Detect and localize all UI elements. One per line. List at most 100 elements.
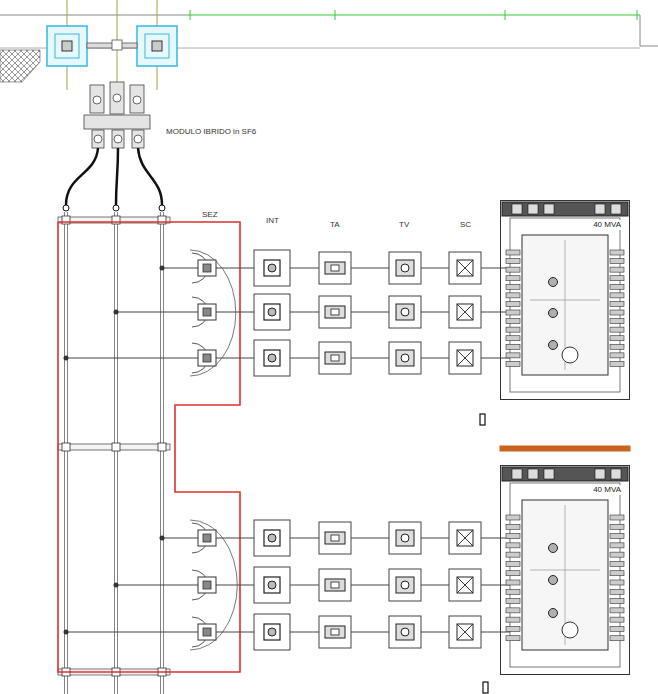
disconnector-frame bbox=[190, 250, 236, 376]
radiator-fin bbox=[506, 626, 520, 631]
circuit-breaker bbox=[268, 264, 276, 272]
rating-label: 40 MVA bbox=[591, 485, 623, 495]
surge-arrester bbox=[457, 260, 473, 276]
voltage-transformer bbox=[401, 264, 409, 272]
header-detail bbox=[528, 204, 538, 214]
busbar-tap bbox=[160, 536, 165, 541]
vt-foundation bbox=[389, 569, 421, 601]
radiator-fin bbox=[610, 353, 624, 358]
radiator-fin bbox=[610, 310, 624, 315]
vt-foundation bbox=[389, 252, 421, 284]
column-header: SEZ bbox=[201, 210, 219, 220]
current-transformer bbox=[331, 535, 339, 541]
bushing bbox=[549, 278, 558, 287]
tank-axis bbox=[530, 570, 600, 571]
hybrid-module bbox=[110, 82, 124, 114]
circuit-breaker bbox=[264, 304, 280, 320]
tank-axis bbox=[530, 300, 600, 301]
voltage-transformer bbox=[396, 530, 414, 546]
radiator-fin bbox=[610, 552, 624, 557]
foundation bbox=[145, 34, 169, 58]
surge-arrester bbox=[457, 304, 473, 320]
rating-label: 40 MVA bbox=[591, 220, 623, 230]
radiator-fin bbox=[506, 250, 520, 255]
disconnector bbox=[203, 628, 211, 636]
radiator-fin bbox=[506, 293, 520, 298]
bushing bbox=[549, 609, 558, 618]
bushing bbox=[549, 576, 558, 585]
radiator-fin bbox=[506, 361, 520, 366]
column-header: TA bbox=[329, 220, 341, 230]
busbar bbox=[117, 212, 118, 694]
hybrid-module bbox=[112, 130, 124, 148]
cable bbox=[138, 148, 162, 205]
surge-arrester bbox=[457, 350, 473, 366]
boundary-tick bbox=[637, 10, 638, 20]
bushing bbox=[549, 544, 558, 553]
header-detail bbox=[595, 204, 605, 214]
disconnector bbox=[203, 308, 211, 316]
radiator-fin bbox=[610, 336, 624, 341]
current-transformer bbox=[331, 355, 339, 361]
busbar-clamp bbox=[112, 443, 120, 451]
vt-foundation bbox=[389, 296, 421, 328]
surge-arrester bbox=[457, 577, 473, 593]
voltage-transformer bbox=[396, 304, 414, 320]
busbar-tap bbox=[64, 630, 69, 635]
radiator-fin bbox=[506, 524, 520, 529]
voltage-transformer bbox=[396, 260, 414, 276]
beam-joint bbox=[112, 40, 122, 50]
hybrid-module bbox=[114, 135, 122, 143]
radiator-fin bbox=[610, 293, 624, 298]
disconnector bbox=[203, 534, 211, 542]
radiator-fin bbox=[506, 353, 520, 358]
cable bbox=[116, 148, 118, 205]
radiator-fin bbox=[506, 534, 520, 539]
disconnector bbox=[203, 264, 211, 272]
fence-line bbox=[640, 15, 641, 46]
disconnector bbox=[198, 304, 216, 320]
radiator-fin bbox=[506, 608, 520, 613]
radiator-fin bbox=[506, 276, 520, 281]
radiator-fin bbox=[506, 301, 520, 306]
voltage-transformer bbox=[396, 624, 414, 640]
current-transformer bbox=[325, 262, 345, 274]
column-header: INT bbox=[265, 216, 280, 226]
breaker-foundation bbox=[254, 567, 290, 603]
voltage-transformer bbox=[396, 577, 414, 593]
radiator-fin bbox=[506, 344, 520, 349]
header-detail bbox=[544, 204, 554, 214]
bushing bbox=[549, 309, 558, 318]
ct-foundation bbox=[319, 616, 351, 648]
breaker-foundation bbox=[254, 250, 290, 286]
module-label: MODULO IBRIDO in SF6 bbox=[165, 127, 257, 137]
transformer-header bbox=[502, 467, 628, 481]
conservator bbox=[562, 622, 578, 638]
current-transformer bbox=[331, 582, 339, 588]
arrester-foundation bbox=[449, 296, 481, 328]
transformer-tank bbox=[522, 235, 608, 375]
ct-foundation bbox=[319, 522, 351, 554]
hybrid-module bbox=[93, 96, 101, 104]
busbar bbox=[67, 212, 68, 694]
circuit-breaker bbox=[268, 628, 276, 636]
surge-arrester bbox=[457, 624, 473, 640]
busbar-tap bbox=[160, 266, 165, 271]
conservator bbox=[562, 347, 578, 363]
foundation bbox=[137, 26, 177, 66]
circuit-breaker bbox=[268, 581, 276, 589]
transformer-foundation bbox=[510, 218, 620, 392]
disconnector bbox=[203, 354, 211, 362]
radiator-fin bbox=[610, 276, 624, 281]
voltage-transformer bbox=[401, 581, 409, 589]
breaker-foundation bbox=[254, 520, 290, 556]
voltage-transformer bbox=[401, 534, 409, 542]
disconnector bbox=[198, 577, 216, 593]
radiator-fin bbox=[610, 259, 624, 264]
header-detail bbox=[528, 469, 538, 479]
header-detail bbox=[611, 204, 621, 214]
hybrid-module bbox=[94, 135, 102, 143]
arrester-foundation bbox=[449, 522, 481, 554]
radiator-fin bbox=[610, 284, 624, 289]
